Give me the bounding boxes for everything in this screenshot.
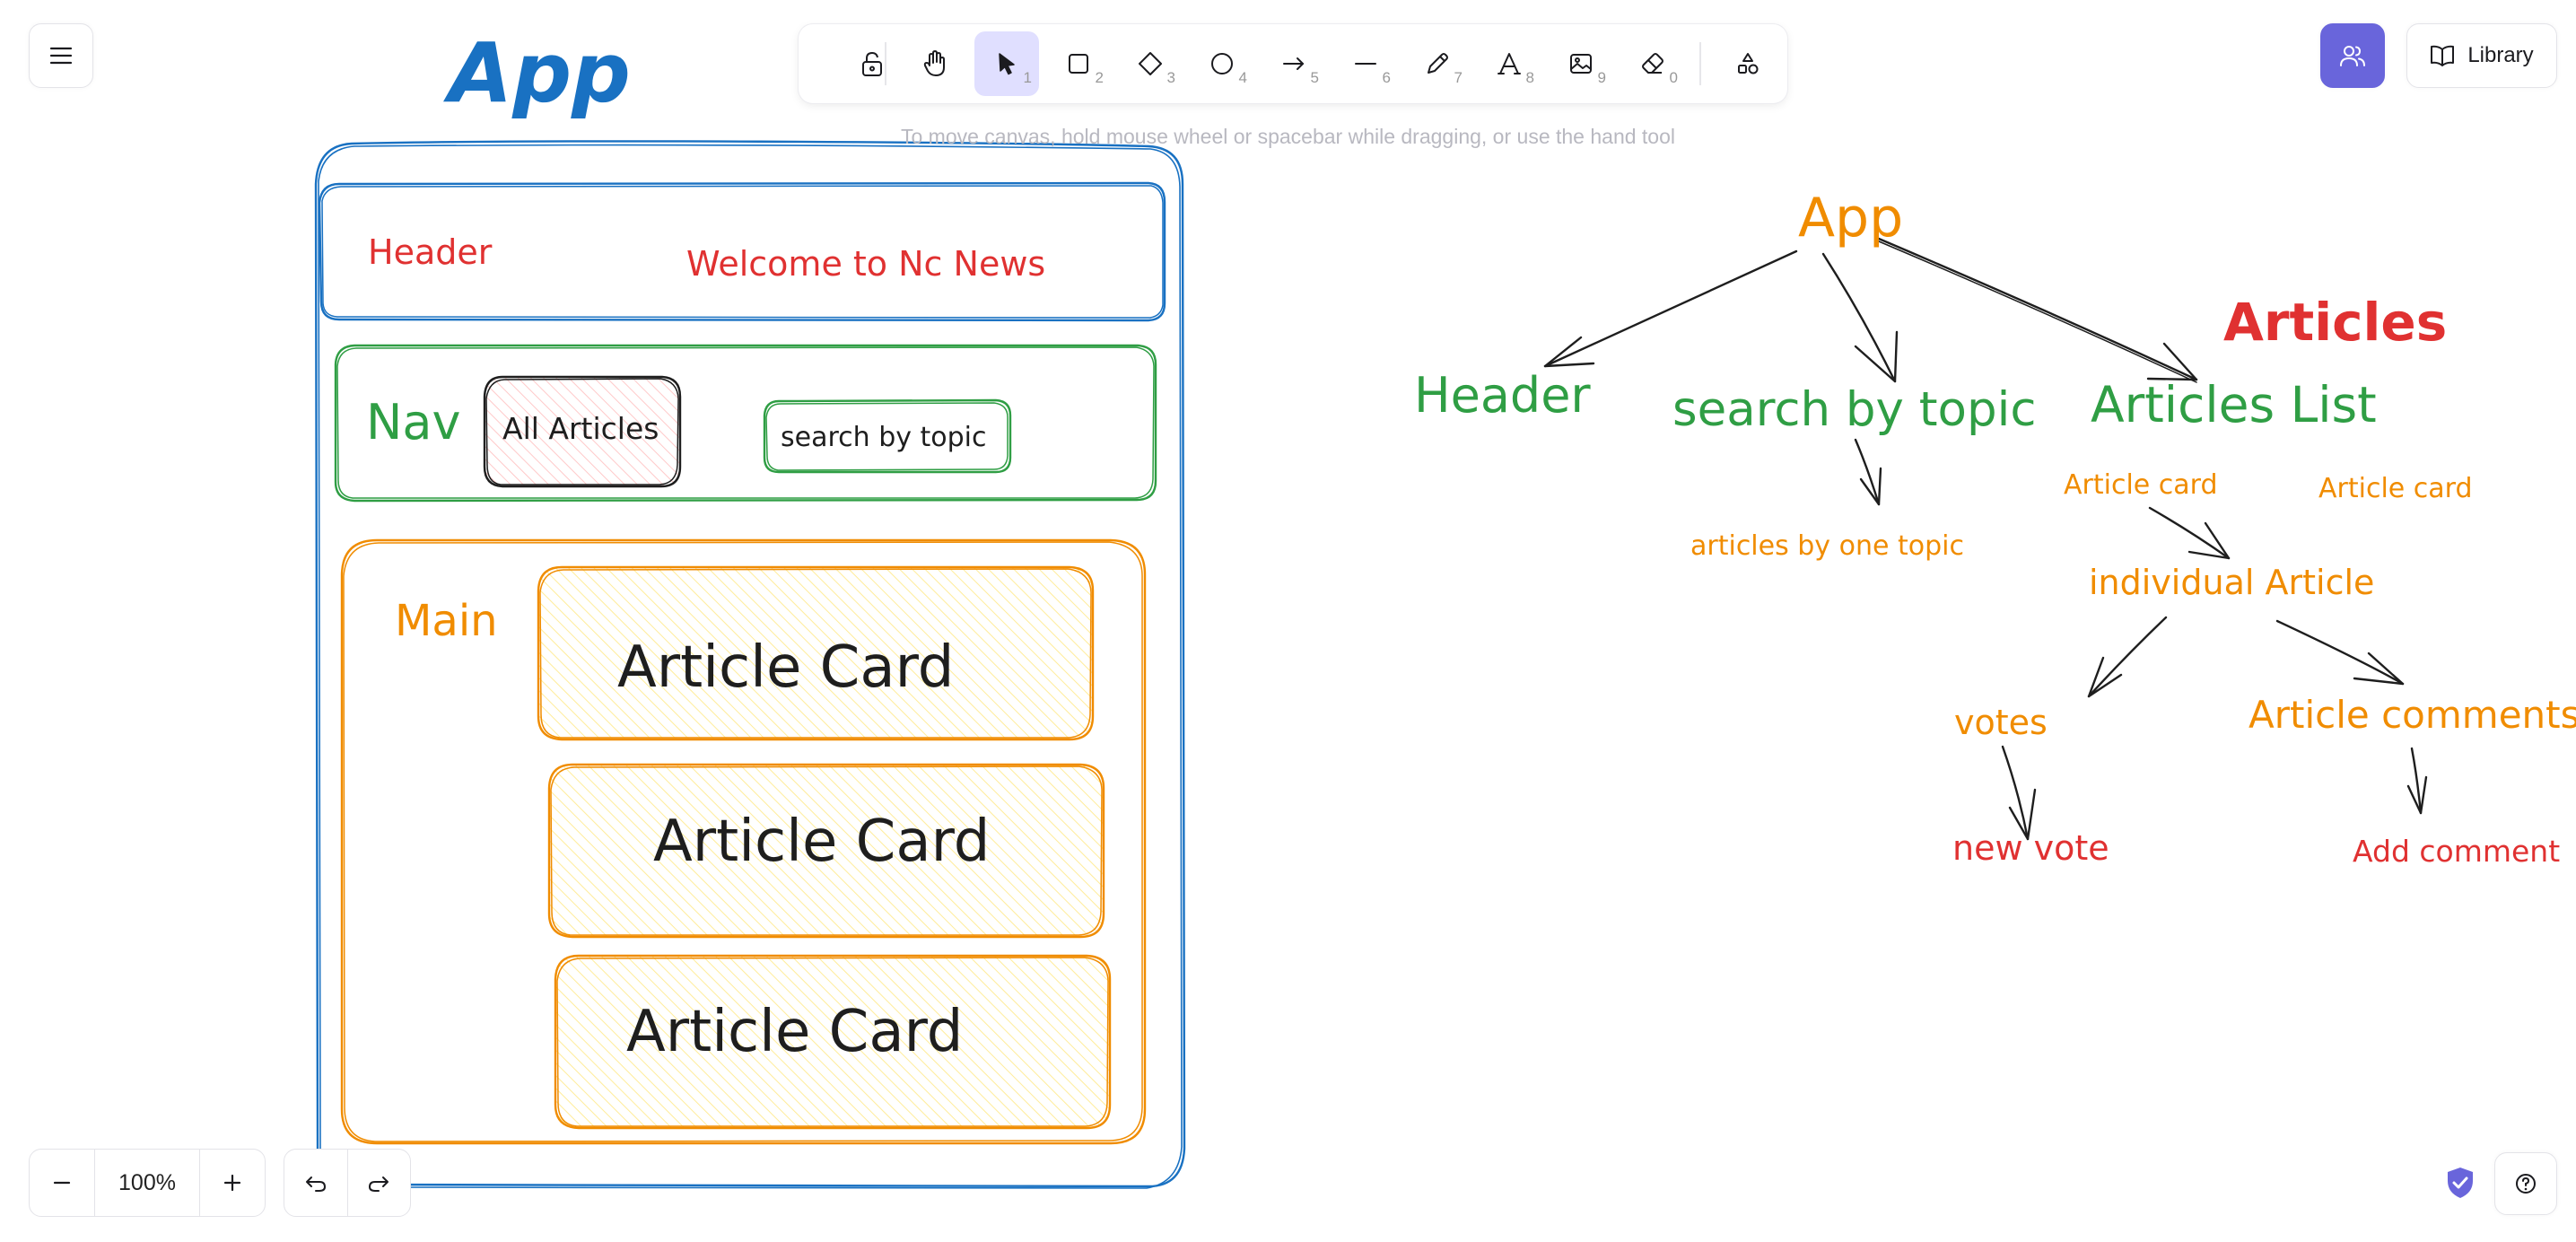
tree-articles-list[interactable]: Articles List — [2091, 376, 2377, 433]
all-articles-box-shape[interactable] — [483, 375, 682, 488]
undo-button[interactable] — [284, 1150, 347, 1216]
tool-ellipse[interactable]: 4 — [1190, 31, 1254, 96]
tool-eraser[interactable]: 0 — [1620, 31, 1685, 96]
library-button[interactable]: Library — [2406, 23, 2557, 88]
arrow-app-to-articles-list[interactable] — [1877, 237, 2198, 383]
main-box-shape[interactable] — [340, 538, 1147, 1145]
article-card-shape-3[interactable] — [554, 954, 1112, 1130]
tree-votes[interactable]: votes — [1954, 703, 2048, 742]
diamond-icon — [1139, 52, 1162, 75]
tree-articles-title[interactable]: Articles — [2223, 292, 2448, 353]
tool-image[interactable]: 9 — [1549, 31, 1613, 96]
wireframe-header-label[interactable]: Header — [368, 232, 493, 272]
pencil-icon — [1428, 53, 1448, 74]
shield-check-icon — [2448, 1168, 2473, 1198]
users-icon — [2340, 46, 2365, 66]
wireframe-search-by-topic[interactable]: search by topic — [781, 422, 987, 453]
arrow-comments-to-add[interactable] — [2406, 747, 2428, 815]
circle-icon — [1211, 53, 1233, 74]
tool-selection[interactable]: 1 — [974, 31, 1039, 96]
tool-lock[interactable] — [840, 31, 904, 96]
zoom-out-button[interactable] — [30, 1150, 94, 1216]
text-icon — [1498, 53, 1521, 74]
tool-line[interactable]: 6 — [1333, 31, 1398, 96]
tree-add-comment[interactable]: Add comment — [2353, 834, 2561, 869]
canvas-hint: To move canvas, hold mouse wheel or spac… — [900, 125, 1676, 148]
plus-icon — [223, 1174, 241, 1192]
wireframe-article-card-3[interactable]: Article Card — [626, 999, 964, 1065]
wireframe-app-title[interactable]: App — [449, 25, 631, 121]
article-card-shape-1[interactable] — [537, 565, 1095, 741]
shield-badge[interactable] — [2441, 1163, 2480, 1203]
tool-hand[interactable] — [903, 31, 967, 96]
tree-search-by-topic[interactable]: search by topic — [1672, 382, 2037, 437]
wireframe-welcome-text[interactable]: Welcome to Nc News — [686, 244, 1046, 284]
tree-header[interactable]: Header — [1414, 367, 1591, 424]
arrow-individual-to-comments[interactable] — [2275, 619, 2405, 686]
tree-individual-article[interactable]: individual Article — [2089, 563, 2375, 602]
tool-arrow[interactable]: 5 — [1262, 31, 1326, 96]
shapes-icon — [1738, 53, 1759, 74]
redo-button[interactable] — [346, 1150, 411, 1216]
zoom-level[interactable]: 100% — [94, 1150, 200, 1216]
header-box-shape[interactable] — [318, 181, 1166, 322]
tree-article-comments[interactable]: Article comments — [2249, 693, 2576, 737]
search-topic-box-shape[interactable] — [763, 398, 1012, 474]
undo-icon — [305, 1176, 326, 1192]
lock-open-icon — [862, 51, 882, 76]
pointer-icon — [999, 53, 1015, 75]
tree-articles-by-topic[interactable]: articles by one topic — [1690, 530, 1964, 562]
wireframe-article-card-2[interactable]: Article Card — [653, 809, 991, 875]
history-controls — [284, 1149, 411, 1217]
hamburger-icon — [49, 47, 73, 65]
arrow-votes-to-new-vote[interactable] — [2001, 745, 2037, 841]
arrow-app-to-search[interactable] — [1821, 252, 1899, 383]
arrow-app-to-header[interactable] — [1543, 249, 1798, 368]
tree-app[interactable]: App — [1798, 187, 1904, 249]
tree-article-card-2[interactable]: Article card — [2318, 473, 2473, 504]
wireframe-article-card-1[interactable]: Article Card — [617, 634, 955, 701]
minus-icon — [53, 1181, 71, 1185]
line-icon — [1355, 63, 1376, 65]
tree-new-vote[interactable]: new vote — [1952, 828, 2109, 868]
image-icon — [1570, 54, 1592, 74]
library-label: Library — [2467, 43, 2534, 67]
arrow-card-to-individual[interactable] — [2148, 506, 2231, 560]
help-icon — [2516, 1174, 2536, 1194]
tool-more-shapes[interactable] — [1716, 31, 1780, 96]
square-icon — [1069, 54, 1088, 74]
book-icon — [2431, 45, 2455, 66]
wireframe-main-label[interactable]: Main — [395, 596, 498, 646]
nav-box-shape[interactable] — [334, 344, 1157, 503]
eraser-icon — [1642, 53, 1663, 74]
shape-toolbar: 1 2 3 4 5 6 7 — [799, 24, 1787, 103]
hand-icon — [923, 50, 945, 76]
redo-icon — [369, 1176, 389, 1192]
tool-draw[interactable]: 7 — [1405, 31, 1470, 96]
arrow-search-to-by-topic[interactable] — [1854, 438, 1882, 506]
tool-rectangle[interactable]: 2 — [1046, 31, 1111, 96]
help-button[interactable] — [2494, 1152, 2557, 1215]
main-menu-button[interactable] — [29, 23, 93, 88]
collaborate-button[interactable] — [2320, 23, 2385, 88]
arrow-individual-to-votes[interactable] — [2087, 616, 2168, 698]
tree-article-card-1[interactable]: Article card — [2064, 469, 2218, 501]
tool-diamond[interactable]: 3 — [1118, 31, 1183, 96]
zoom-controls: 100% — [29, 1149, 266, 1217]
wireframe-nav-label[interactable]: Nav — [366, 394, 461, 450]
wireframe-all-articles[interactable]: All Articles — [502, 411, 659, 446]
tool-text[interactable]: 8 — [1477, 31, 1541, 96]
article-card-shape-2[interactable] — [547, 763, 1105, 939]
arrow-icon — [1283, 57, 1304, 70]
zoom-in-button[interactable] — [200, 1150, 265, 1216]
